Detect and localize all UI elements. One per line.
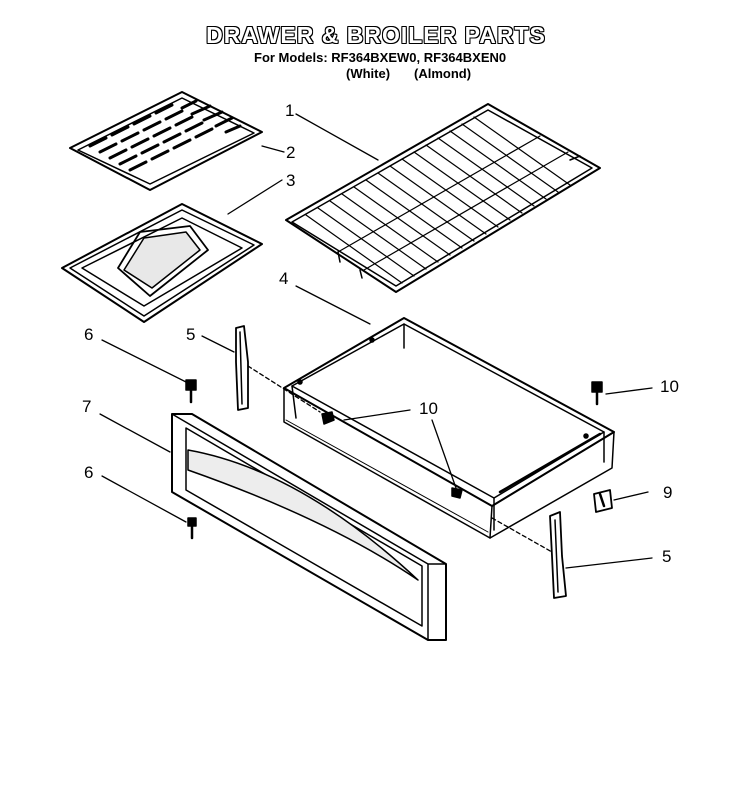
callout-drawer-front: 7 [82,397,91,416]
screw-right[interactable] [591,381,603,406]
callout-labels: 1 2 3 4 5 6 7 6 10 10 9 5 [82,101,679,566]
callout-screw-top: 6 [84,325,93,344]
broiler-grid[interactable] [69,91,263,191]
callout-clip: 9 [663,483,672,502]
page-title: DRAWER & BROILER PARTS [206,22,546,48]
callout-slide-left: 5 [186,325,195,344]
callout-screw-bottom: 6 [84,463,93,482]
variant-almond: (Almond) [414,66,472,81]
broiler-pan[interactable] [61,203,263,323]
callout-screw-center: 10 [419,399,438,418]
screw-center[interactable] [321,411,335,425]
callout-broiler-grid: 2 [286,143,295,162]
callout-oven-rack: 1 [285,101,294,120]
callout-slide-right: 5 [662,547,671,566]
leader-lines [99,113,653,569]
clip[interactable] [593,489,613,513]
slide-left[interactable] [235,325,249,411]
drawer-body[interactable] [283,317,615,539]
screw-drawer-inner[interactable] [451,487,463,499]
callout-screw-right: 10 [660,377,679,396]
screw-top[interactable] [185,379,197,404]
models-line: For Models: RF364BXEW0, RF364BXEN0 [254,50,507,65]
oven-rack[interactable] [285,103,601,293]
screw-bottom[interactable] [187,517,197,540]
callout-drawer-body: 4 [279,269,288,288]
drawer-front[interactable] [171,413,447,641]
callout-broiler-pan: 3 [286,171,295,190]
variant-white: (White) [346,66,391,81]
slide-right[interactable] [549,511,567,599]
